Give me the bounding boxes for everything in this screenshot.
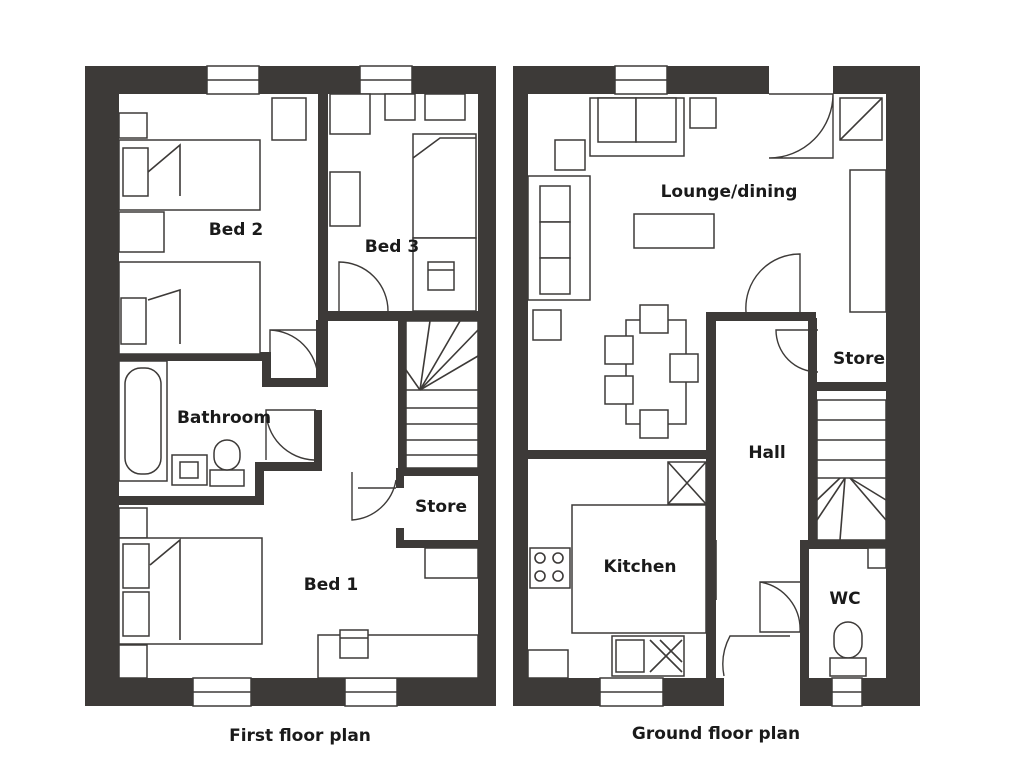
front-door (768, 93, 834, 159)
bed3-chest (329, 171, 361, 227)
wall-store-ground (808, 318, 817, 388)
chair (669, 353, 699, 383)
wall-stairs (398, 321, 406, 468)
bathtub-inner (124, 367, 162, 475)
first-floor-plan: Bed 2 Bed 3 Bathroom Store Bed 1 (85, 65, 496, 707)
wardrobe (271, 97, 307, 141)
sink-basin (179, 461, 199, 479)
toilet (213, 439, 241, 471)
chair (639, 304, 669, 334)
hob (529, 547, 571, 589)
wall-store (396, 468, 404, 488)
chair (639, 409, 669, 439)
room-label-bathroom: Bathroom (177, 408, 271, 428)
room-label-kitchen: Kitchen (604, 557, 677, 577)
tv-unit (849, 169, 887, 313)
chair (339, 629, 369, 659)
wall-bathroom-landing (316, 320, 328, 387)
door-kitchen (722, 635, 790, 677)
wall-bathroom-bed1 (255, 462, 264, 505)
wall-bed2-bed3 (318, 94, 328, 320)
bed3-desk (329, 93, 371, 135)
caption-ground-floor: Ground floor plan (632, 724, 800, 744)
bedside-table (118, 112, 148, 139)
toilet-cistern (209, 469, 245, 487)
bedside-table (118, 644, 148, 679)
kitchen-counter (527, 649, 569, 679)
room-label-lounge: Lounge/dining (661, 182, 798, 202)
room-label-bed2: Bed 2 (209, 220, 263, 240)
wall-lounge-hall (706, 312, 816, 321)
room-label-store: Store (415, 497, 467, 517)
sofa-cushion (539, 257, 571, 295)
door-wc (759, 581, 801, 633)
wall-kitchen-hall (706, 318, 716, 678)
staircase-ground (816, 399, 887, 541)
wardrobe (424, 547, 479, 579)
first-floor-wall-bottom (85, 678, 496, 706)
wall-bathroom-landing (262, 352, 271, 385)
door-store-ground (775, 329, 819, 373)
pillow (120, 297, 147, 345)
side-table (554, 139, 586, 171)
door-bed3 (338, 261, 389, 312)
ground-floor-plan: Lounge/dining Store Hall Kitchen WC (513, 65, 920, 707)
room-label-store-ground: Store (833, 349, 885, 369)
room-label-wc: WC (829, 589, 860, 609)
caption-first-floor: First floor plan (229, 726, 371, 746)
wall-wc (806, 540, 886, 549)
sofa-cushion (539, 185, 571, 223)
kitchen-counter (571, 504, 707, 634)
door-bed2 (269, 329, 319, 380)
staircase-first (405, 320, 479, 469)
wall-store (396, 540, 478, 548)
sink-bowl (615, 639, 645, 673)
wall-bed2-bathroom (119, 352, 271, 361)
door-bathroom (265, 409, 316, 461)
sofa-cushion (635, 97, 677, 143)
wall-bathroom-bed1 (314, 410, 322, 471)
pillow (122, 591, 150, 637)
wall-store-ground (808, 382, 886, 391)
pillow (122, 147, 149, 197)
first-floor-wall-top (85, 66, 495, 94)
wall-bathroom-bed1 (255, 462, 321, 471)
sofa-cushion (539, 221, 571, 259)
door-bed1 (351, 472, 397, 521)
toilet (833, 621, 863, 659)
chair (532, 309, 562, 341)
bed3-shelf (384, 93, 416, 121)
first-floor-wall-left (85, 66, 119, 706)
single-bed (412, 133, 477, 239)
coffee-table (633, 213, 715, 249)
armchair (689, 97, 717, 129)
wc-basin (867, 547, 887, 569)
sofa-cushion (597, 97, 637, 143)
door-lounge (745, 253, 801, 313)
toilet-cistern (829, 657, 867, 677)
chair (604, 335, 634, 365)
ground-floor-wall-left (513, 66, 528, 706)
ground-floor-wall-right (886, 66, 920, 706)
wall-bed3-stairs (328, 311, 478, 321)
bedside-table (118, 211, 165, 253)
chair (604, 375, 634, 405)
room-label-bed3: Bed 3 (365, 237, 419, 257)
wall-bathroom-landing (262, 378, 322, 387)
room-label-hall: Hall (748, 443, 785, 463)
first-floor-wall-right (478, 66, 496, 706)
chair (427, 261, 455, 291)
wall-lounge-kitchen (528, 450, 714, 459)
wall-wc (800, 540, 809, 678)
bed3-shelf (424, 93, 466, 121)
wall-store (396, 468, 478, 476)
pillow (122, 543, 150, 589)
room-label-bed1: Bed 1 (304, 575, 358, 595)
wall-store (396, 528, 404, 548)
wall-store-ground (808, 382, 817, 540)
wall-bathroom-bed1 (119, 496, 264, 505)
bedside-table (118, 507, 148, 539)
